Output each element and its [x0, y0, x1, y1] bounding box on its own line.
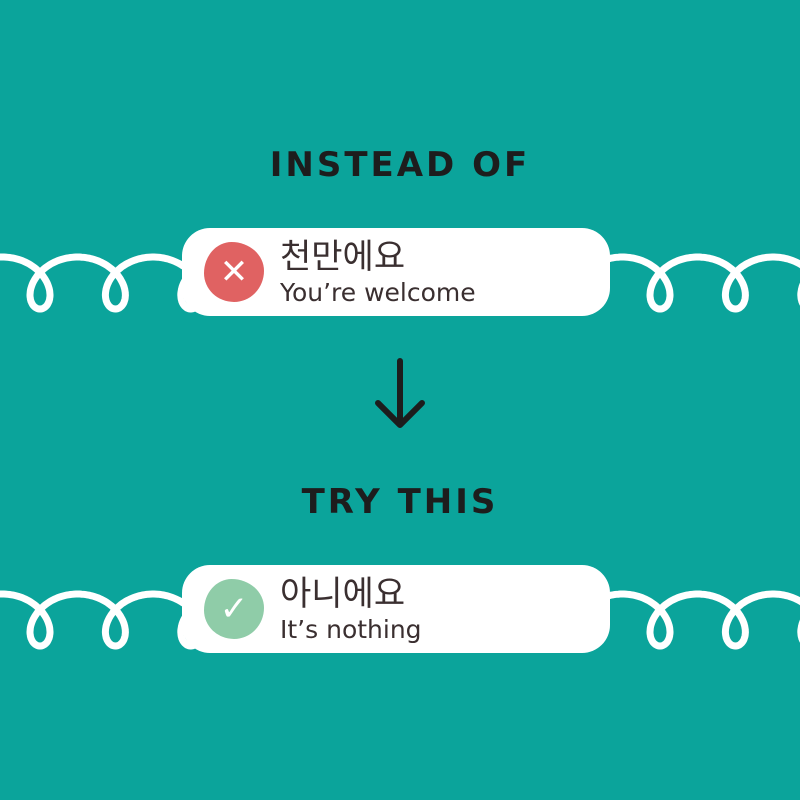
wrong-english: You’re welcome: [280, 278, 476, 307]
arrow-down-icon: [375, 358, 425, 428]
right-phrase-card: ✓ 아니에요 It’s nothing: [182, 565, 610, 653]
loop-line: [586, 253, 800, 316]
try-this-heading: TRY THIS: [301, 482, 499, 522]
loop-line: [586, 590, 800, 653]
loop-line: [0, 253, 214, 313]
instead-of-heading: INSTEAD OF: [269, 145, 531, 185]
right-english: It’s nothing: [280, 615, 422, 644]
wrong-phrase-card: ✕ 천만에요 You’re welcome: [182, 228, 610, 316]
check-icon: ✓: [204, 579, 264, 639]
right-korean: 아니에요: [280, 574, 406, 614]
loop-line: [0, 590, 214, 650]
x-icon: ✕: [204, 242, 264, 302]
wrong-korean: 천만에요: [280, 237, 406, 277]
